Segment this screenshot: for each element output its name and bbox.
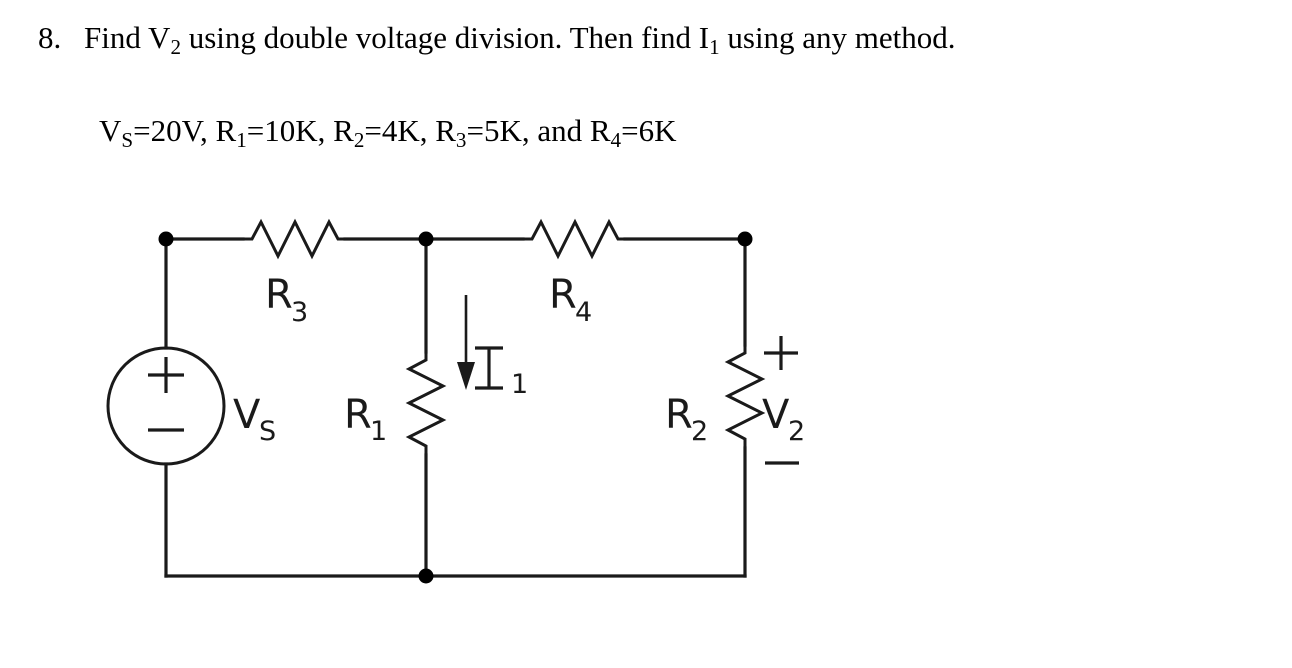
given-r2-symbol: R — [333, 113, 354, 148]
given-r1-value: 10K — [264, 113, 318, 148]
given-r4-equals: = — [621, 113, 639, 148]
sep-1: , — [200, 113, 216, 148]
node-dot-topright — [737, 231, 753, 247]
label-r4: R — [549, 272, 577, 318]
given-r2-equals: = — [364, 113, 382, 148]
given-r2-value: 4K — [381, 113, 420, 148]
sep-2: , — [317, 113, 334, 148]
node-dot-bottommiddle — [418, 568, 434, 584]
label-i1-subscript: 1 — [511, 369, 528, 400]
given-r3-value: 5K — [483, 113, 522, 148]
statement-subscript-1: 2 — [170, 34, 181, 59]
v2-plus-icon — [764, 336, 798, 370]
sep-4: , — [521, 113, 538, 148]
resistor-r1-symbol — [405, 352, 447, 455]
node-dot-topmiddle — [418, 231, 434, 247]
given-vs-value: 20V — [150, 113, 201, 148]
given-r1-subscript: 1 — [236, 127, 247, 152]
label-vs: V — [233, 392, 261, 438]
given-vs-symbol: V — [99, 113, 122, 148]
given-r2-subscript: 2 — [353, 127, 365, 152]
given-r3-subscript: 3 — [455, 127, 467, 152]
node-dot-topleft — [158, 231, 174, 247]
given-values-line: VS=20V, R1=10K, R2=4K, R3=5K, and R4=6K — [99, 113, 676, 153]
current-arrow-head — [457, 362, 475, 390]
given-r2: R2=4K — [333, 113, 420, 152]
question-number: 8. — [38, 20, 62, 55]
conjunction-and: and — [537, 113, 583, 148]
resistor-r2-symbol — [724, 345, 766, 448]
resistor-r3-symbol — [243, 218, 345, 260]
given-vs-equals: = — [133, 113, 151, 148]
circuit-diagram: R 3 R 4 V S R 1 1 R 2 V 2 — [0, 190, 900, 620]
given-vs-subscript: S — [121, 127, 134, 152]
label-v2-subscript: 2 — [788, 416, 805, 447]
given-r3-equals: = — [466, 113, 484, 148]
given-r3: R3=5K — [435, 113, 522, 152]
statement-text-3: using any method. — [719, 20, 956, 55]
given-vs: VS=20V — [99, 113, 201, 152]
given-r4-value: 6K — [638, 113, 677, 148]
given-r4-subscript: 4 — [610, 127, 622, 152]
label-r1: R — [344, 392, 372, 438]
given-r3-symbol: R — [435, 113, 456, 148]
label-r2: R — [665, 392, 693, 438]
statement-text-1: Find V — [84, 20, 171, 55]
given-r1-symbol: R — [215, 113, 237, 148]
given-r4-symbol: R — [589, 113, 611, 148]
statement-text-2: using double voltage division. Then find… — [180, 20, 710, 55]
question-statement: Find V2 using double voltage division. T… — [84, 20, 956, 60]
label-r4-subscript: 4 — [575, 297, 592, 328]
source-plus-icon — [148, 357, 184, 393]
statement-subscript-2: 1 — [709, 34, 720, 59]
label-v2: V — [762, 392, 790, 438]
label-r2-subscript: 2 — [691, 416, 708, 447]
resistor-r4-symbol — [523, 218, 625, 260]
given-r1: R1=10K — [215, 113, 318, 152]
given-r4: R4=6K — [589, 113, 677, 152]
sep-3: , — [419, 113, 436, 148]
label-r3: R — [265, 272, 293, 318]
label-r3-subscript: 3 — [291, 297, 308, 328]
current-arrow-i1 — [457, 295, 475, 390]
given-r1-equals: = — [246, 113, 265, 148]
label-vs-subscript: S — [259, 416, 276, 447]
label-i1: 1 — [475, 346, 528, 400]
label-r1-subscript: 1 — [370, 416, 387, 447]
